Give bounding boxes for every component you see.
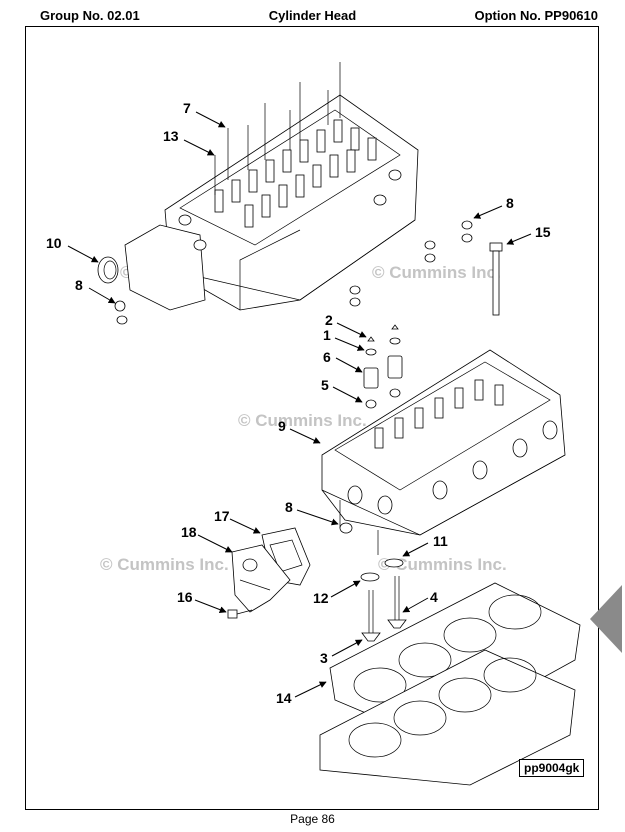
callout-10: 10 [46,235,62,251]
watermark-text: © Cummins Inc. [238,411,367,430]
valve-seat-part-12 [360,572,380,582]
callout-5: 5 [321,377,329,393]
engine-block-partial [319,649,576,786]
callout-12: 12 [313,590,329,606]
seal-ring-part-10 [97,256,119,284]
o-rings-left [114,300,128,325]
callout-15: 15 [535,224,551,240]
callout-1: 1 [323,327,331,343]
watermark-text: © Cummins Inc. [378,555,507,574]
head-bolt-part-15 [489,242,503,316]
callout-3: 3 [320,650,328,666]
exploded-parts-diagram: © Cummins Inc. © Cummins Inc. © Cummins … [46,62,581,786]
drawing-frame [25,26,599,810]
callout-18: 18 [181,524,197,540]
o-rings-upper-right [349,220,473,307]
callout-13: 13 [163,128,179,144]
callout-11: 11 [433,533,448,549]
valve-spring-parts [363,324,403,409]
callout-8: 8 [75,277,83,293]
watermark-text: © Cummins Inc. [100,555,229,574]
cylinder-head-part-9 [321,349,566,555]
exhaust-valve-part-3 [361,590,381,642]
callout-9: 9 [278,418,286,434]
callout-16: 16 [177,589,193,605]
intake-valve-part-4 [387,576,407,629]
housing-part-18 [231,544,291,613]
callout-2: 2 [325,312,333,328]
valve-seat-part-11 [384,558,404,568]
figure-code: pp9004gk [519,759,585,777]
callout-4: 4 [430,589,438,605]
option-number: Option No. PP90610 [474,8,598,23]
callout-8: 8 [506,195,514,211]
callout-14: 14 [276,690,292,706]
callout-numbers: 7 13 10 8 8 15 2 1 6 5 9 8 17 18 11 16 1… [46,100,551,706]
bolt-part-16 [227,609,253,619]
callout-7: 7 [183,100,191,116]
valve-spring-cluster [214,119,377,228]
watermark-text: © Cummins Inc. [372,263,501,282]
o-ring-middle [339,522,353,534]
page-title: Cylinder Head [268,8,357,23]
callout-8: 8 [285,499,293,515]
callout-17: 17 [214,508,230,524]
head-bolt-studs [214,62,341,195]
callout-6: 6 [323,349,331,365]
upper-cylinder-head-assembly [124,62,419,311]
group-number: Group No. 02.01 [40,8,140,23]
page-turn-tab[interactable] [590,585,622,653]
page-number: Page 86 [290,812,335,826]
leader-lines [67,111,532,698]
